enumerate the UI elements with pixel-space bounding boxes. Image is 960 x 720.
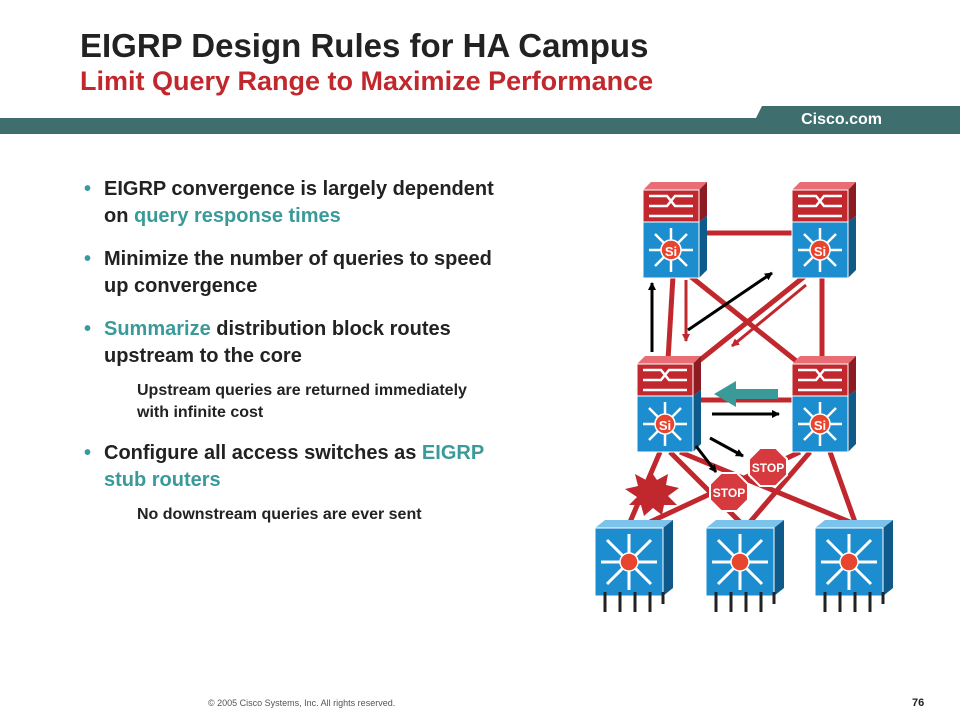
svg-text:STOP: STOP [713, 486, 745, 500]
switch-label: Si [814, 244, 826, 259]
bullet-list: EIGRP convergence is largely dependent o… [82, 176, 502, 542]
svg-text:STOP: STOP [752, 461, 784, 475]
access-switch-3 [813, 518, 895, 598]
switch-label: Si [814, 418, 826, 433]
access-switch-2 [704, 518, 786, 598]
bullet-2: Minimize the number of queries to speed … [82, 246, 502, 300]
page-number: 76 [912, 697, 925, 709]
switch-label: Si [659, 418, 671, 433]
bullet-3: Summarize distribution block routes upst… [82, 316, 502, 370]
stop-sign-icon: STOP [709, 472, 749, 512]
slide-title: EIGRP Design Rules for HA Campus [80, 27, 649, 64]
core-switch-right [790, 180, 858, 280]
access-switch-1 [593, 518, 675, 598]
core-switch-left [641, 180, 709, 280]
brand-tab [748, 106, 960, 134]
summary-arrow [714, 381, 778, 407]
host-drops [603, 592, 885, 612]
slide-subtitle: Limit Query Range to Maximize Performanc… [80, 66, 654, 96]
sub-bullet-2: No downstream queries are ever sent [137, 506, 422, 523]
query-arrows [648, 271, 807, 473]
switch-label: Si [665, 244, 677, 259]
stop-sign-icon: STOP [748, 447, 788, 487]
distribution-switch-left [635, 354, 703, 454]
distribution-switch-right [790, 354, 858, 454]
copyright: © 2005 Cisco Systems, Inc. All rights re… [208, 698, 396, 708]
bullet-1: EIGRP convergence is largely dependent o… [82, 176, 502, 230]
failure-burst-icon [625, 470, 679, 516]
brand-label: Cisco.com [801, 111, 882, 128]
header-band [0, 118, 960, 134]
sub-bullet-1: Upstream queries are returned immediatel… [137, 382, 467, 421]
bullet-4: Configure all access switches as EIGRP s… [82, 440, 502, 494]
